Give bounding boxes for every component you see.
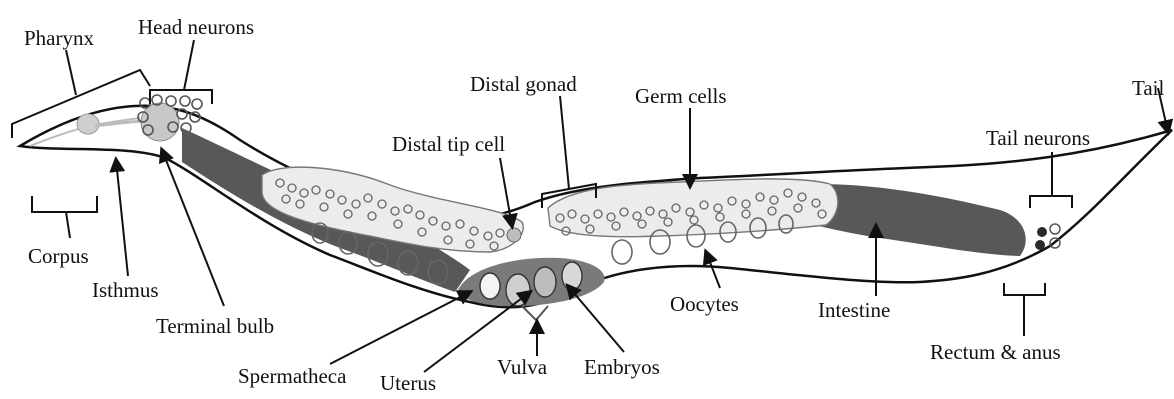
label-uterus: Uterus (380, 373, 436, 394)
corpus-pointer (66, 212, 70, 238)
distal-gonad-pointer (560, 96, 569, 189)
label-embryos: Embryos (584, 357, 660, 378)
label-rectum-anus: Rectum & anus (930, 342, 1061, 363)
label-vulva: Vulva (497, 357, 547, 378)
label-oocytes: Oocytes (670, 294, 739, 315)
label-isthmus: Isthmus (92, 280, 159, 301)
label-distal-gonad: Distal gonad (470, 74, 577, 95)
rectum-bracket (1004, 283, 1045, 295)
label-intestine: Intestine (818, 300, 890, 321)
head-neurons-pointer (184, 40, 194, 90)
label-pharynx: Pharynx (24, 28, 94, 49)
label-terminal-bulb: Terminal bulb (156, 316, 274, 337)
label-distal-tip-cell: Distal tip cell (392, 134, 505, 155)
distal-tip-cell (507, 228, 521, 242)
vulva (522, 306, 548, 320)
label-tail: Tail (1132, 78, 1164, 99)
pharynx-pointer (66, 50, 76, 95)
corpus-bracket (32, 196, 97, 212)
label-corpus: Corpus (28, 246, 89, 267)
label-germ-cells: Germ cells (635, 86, 727, 107)
label-spermatheca: Spermatheca (238, 366, 346, 387)
label-tail-neurons: Tail neurons (986, 128, 1090, 149)
embryos-pointer (568, 286, 624, 352)
isthmus-pointer (116, 160, 128, 276)
label-head-neurons: Head neurons (138, 17, 254, 38)
